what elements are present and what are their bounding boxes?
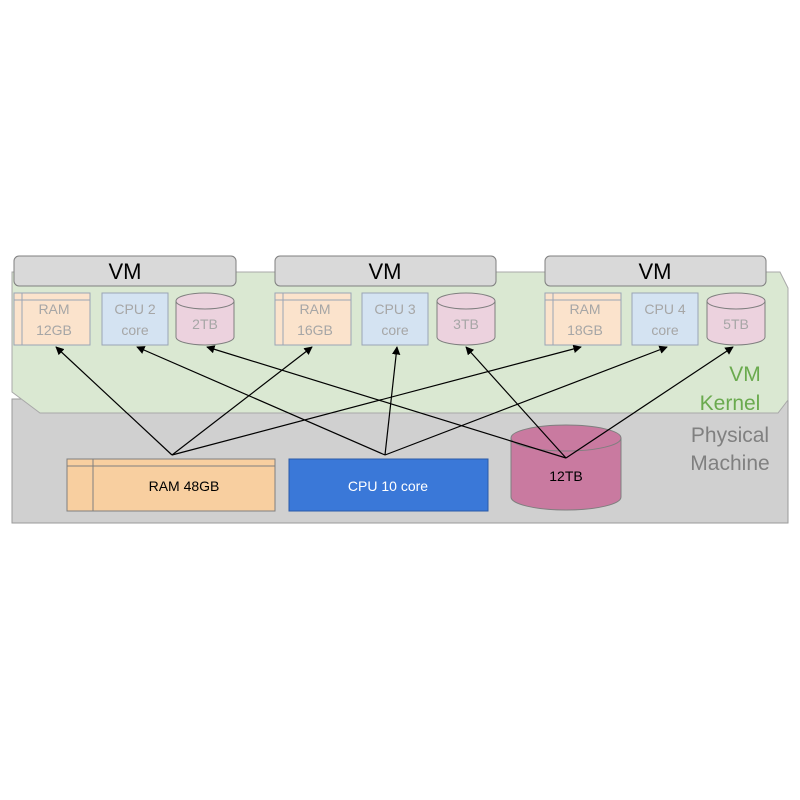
vm-1-title: VM [109,259,142,284]
physical-cpu-block [288,458,489,512]
vm-1: VM RAM 12GB CPU 2 core 2TB [13,255,237,346]
vm-kernel-label-line2: Kernel [700,392,761,415]
vm-3-ram-label-line2: 18GB [567,322,603,338]
physical-ram-label: RAM 48GB [149,478,220,494]
vm-1-ram-label-line1: RAM [38,301,69,317]
vm-2: VM RAM 16GB CPU 3 core 3TB [274,255,497,346]
physical-disk-body [510,438,622,511]
vm-kernel-label-line1: VM [729,363,761,386]
arrow-cpu-to-vm-2 [384,346,401,456]
vm-3-cpu-label-line1: CPU 4 [644,301,685,317]
vm-2-disk-label: 3TB [453,316,479,332]
vm-1-ram-block [13,292,91,346]
vm-1-disk-label: 2TB [192,316,218,332]
vm-3-title: VM [639,259,672,284]
physical-disk-top [510,424,622,452]
vm-3: VM RAM 18GB CPU 4 core 5TB [544,255,767,346]
physical-cpu-label: CPU 10 core [348,478,428,494]
vm-3-disk-top [706,292,766,310]
physical-disk-label: 12TB [549,468,582,484]
vm-3-cpu-label-line2: core [651,322,678,338]
vm-1-cpu-label-line1: CPU 2 [114,301,155,317]
vm-3-ram-label-line1: RAM [569,301,600,317]
arrow-ram-to-vm-2 [171,346,313,456]
vm-2-ram-label-line2: 16GB [297,322,333,338]
vm-3-ram-block [544,292,622,346]
vm-2-ram-label-line1: RAM [299,301,330,317]
arrow-cpu-to-vm-1 [136,346,386,456]
arrow-ram-to-vm-3 [171,344,582,456]
vm-1-cpu-label-line2: core [121,322,148,338]
physical-machine-label-line2: Machine [690,452,769,475]
vm-1-disk-top [175,292,235,310]
arrow-ram-to-vm-1 [55,346,173,456]
vm-1-header [13,255,237,287]
vm-1-ram-label-line2: 12GB [36,322,72,338]
vm-2-cpu-label-line2: core [381,322,408,338]
vm-1-disk-body [175,301,235,346]
vm-3-header [544,255,767,287]
arrow-cpu-to-vm-3 [384,345,668,456]
vm-2-ram-block [274,292,352,346]
vm-2-cpu-label-line1: CPU 3 [374,301,415,317]
vm-2-disk-body [436,301,496,346]
vm-2-cpu-block [361,292,429,346]
physical-machine-label-line1: Physical [691,424,769,447]
vm-2-disk-top [436,292,496,310]
vm-1-cpu-block [101,292,169,346]
vm-2-title: VM [369,259,402,284]
vm-2-header [274,255,497,287]
physical-ram-block [66,458,276,512]
arrow-disk-to-vm-2 [465,346,567,459]
vm-3-cpu-block [631,292,699,346]
vm-3-disk-label: 5TB [723,316,749,332]
allocation-arrows [55,344,734,459]
arrow-disk-to-vm-3 [565,346,734,459]
arrow-disk-to-vm-1 [206,345,567,459]
vm-3-disk-body [706,301,766,346]
